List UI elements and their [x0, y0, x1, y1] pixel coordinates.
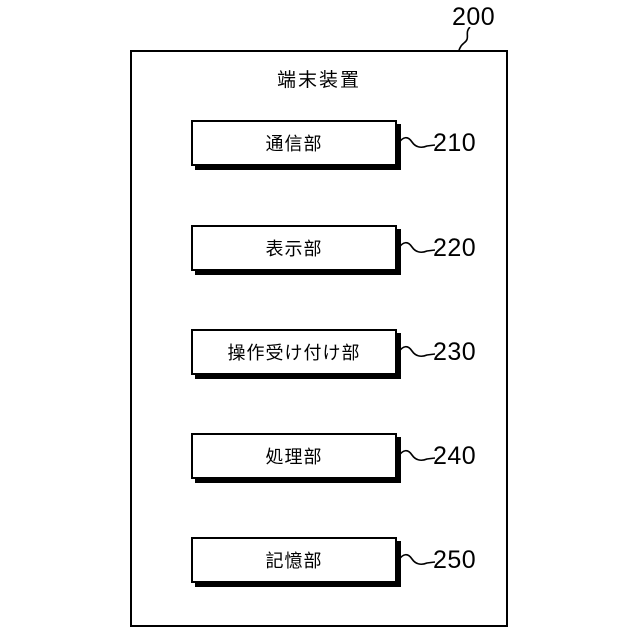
block-label: 処理部 [265, 447, 323, 467]
ref-leader-squiggle [398, 136, 435, 148]
ref-leader-squiggle [398, 241, 435, 253]
block-ref-number: 220 [433, 234, 477, 262]
block-label: 記憶部 [265, 551, 323, 571]
block-storage-unit: 記憶部 [191, 537, 397, 583]
device-ref-number: 200 [452, 3, 496, 31]
block-label: 表示部 [265, 239, 323, 259]
ref-leader-squiggle [398, 345, 435, 357]
block-label: 操作受け付け部 [227, 343, 361, 363]
device-title: 端末装置 [276, 70, 361, 91]
block-communication-unit: 通信部 [191, 120, 397, 166]
ref-leader-squiggle [398, 553, 435, 565]
block-ref-number: 240 [433, 442, 477, 470]
block-label: 通信部 [265, 134, 323, 154]
ref-leader-squiggle [398, 449, 435, 461]
block-display-unit: 表示部 [191, 225, 397, 271]
block-ref-number: 210 [433, 129, 477, 157]
block-ref-number: 250 [433, 546, 477, 574]
block-processing-unit: 処理部 [191, 433, 397, 479]
block-ref-number: 230 [433, 338, 477, 366]
block-operation-accepting-unit: 操作受け付け部 [191, 329, 397, 375]
